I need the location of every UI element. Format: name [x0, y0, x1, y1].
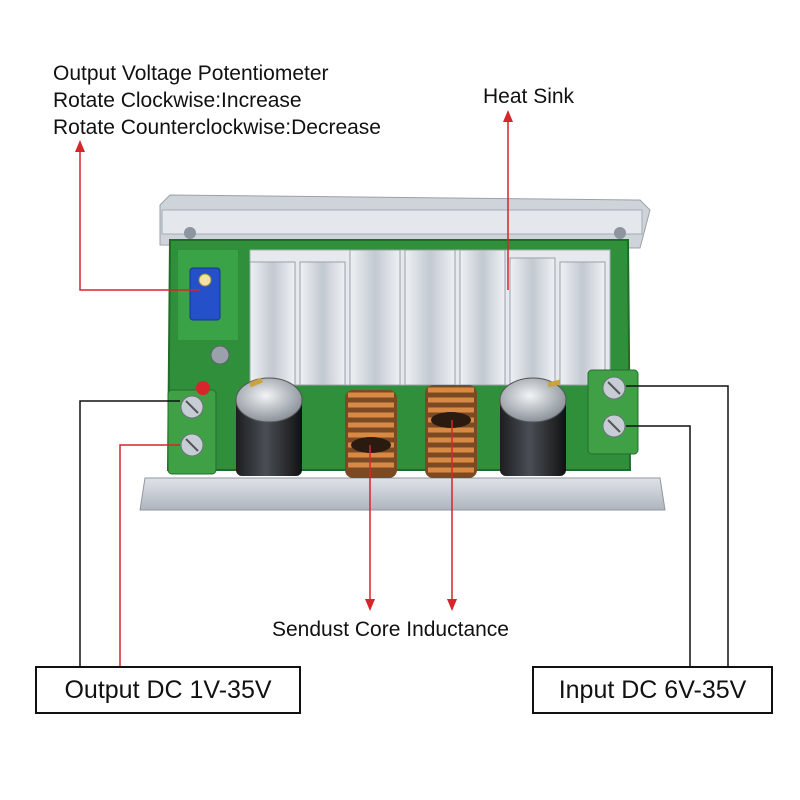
arrowhead-inductance-right [447, 599, 457, 611]
pointer-inductance [369, 420, 453, 600]
arrowhead-inductance-left [365, 599, 375, 611]
arrowhead-potentiometer [75, 140, 85, 152]
potentiometer-label-line2: Rotate Clockwise:Increase [53, 89, 302, 112]
input-terminal-block [587, 369, 639, 455]
heat-sink-label: Heat Sink [483, 85, 575, 108]
arrowhead-heat-sink [503, 110, 513, 122]
input-voltage-box: Input DC 6V-35V [532, 666, 773, 714]
heat-sink-fins [249, 249, 611, 386]
potentiometer-label-line1: Output Voltage Potentiometer [53, 62, 329, 85]
pointer-input [626, 385, 729, 666]
potentiometer [189, 267, 230, 365]
potentiometer-label: Output Voltage Potentiometer Rotate Cloc… [53, 60, 381, 141]
inductor-right [425, 385, 477, 478]
heat-sink [159, 194, 651, 249]
output-voltage-box: Output DC 1V-35V [35, 666, 301, 714]
pointer-potentiometer [79, 150, 200, 291]
pointer-output [79, 400, 180, 666]
inductor-left [345, 390, 397, 478]
base-plate [139, 477, 666, 511]
potentiometer-label-line3: Rotate Counterclockwise:Decrease [53, 116, 381, 139]
inductance-label: Sendust Core Inductance [272, 618, 509, 641]
output-terminal-block [167, 381, 217, 475]
capacitor-output [235, 377, 303, 476]
capacitor-input [499, 377, 567, 476]
